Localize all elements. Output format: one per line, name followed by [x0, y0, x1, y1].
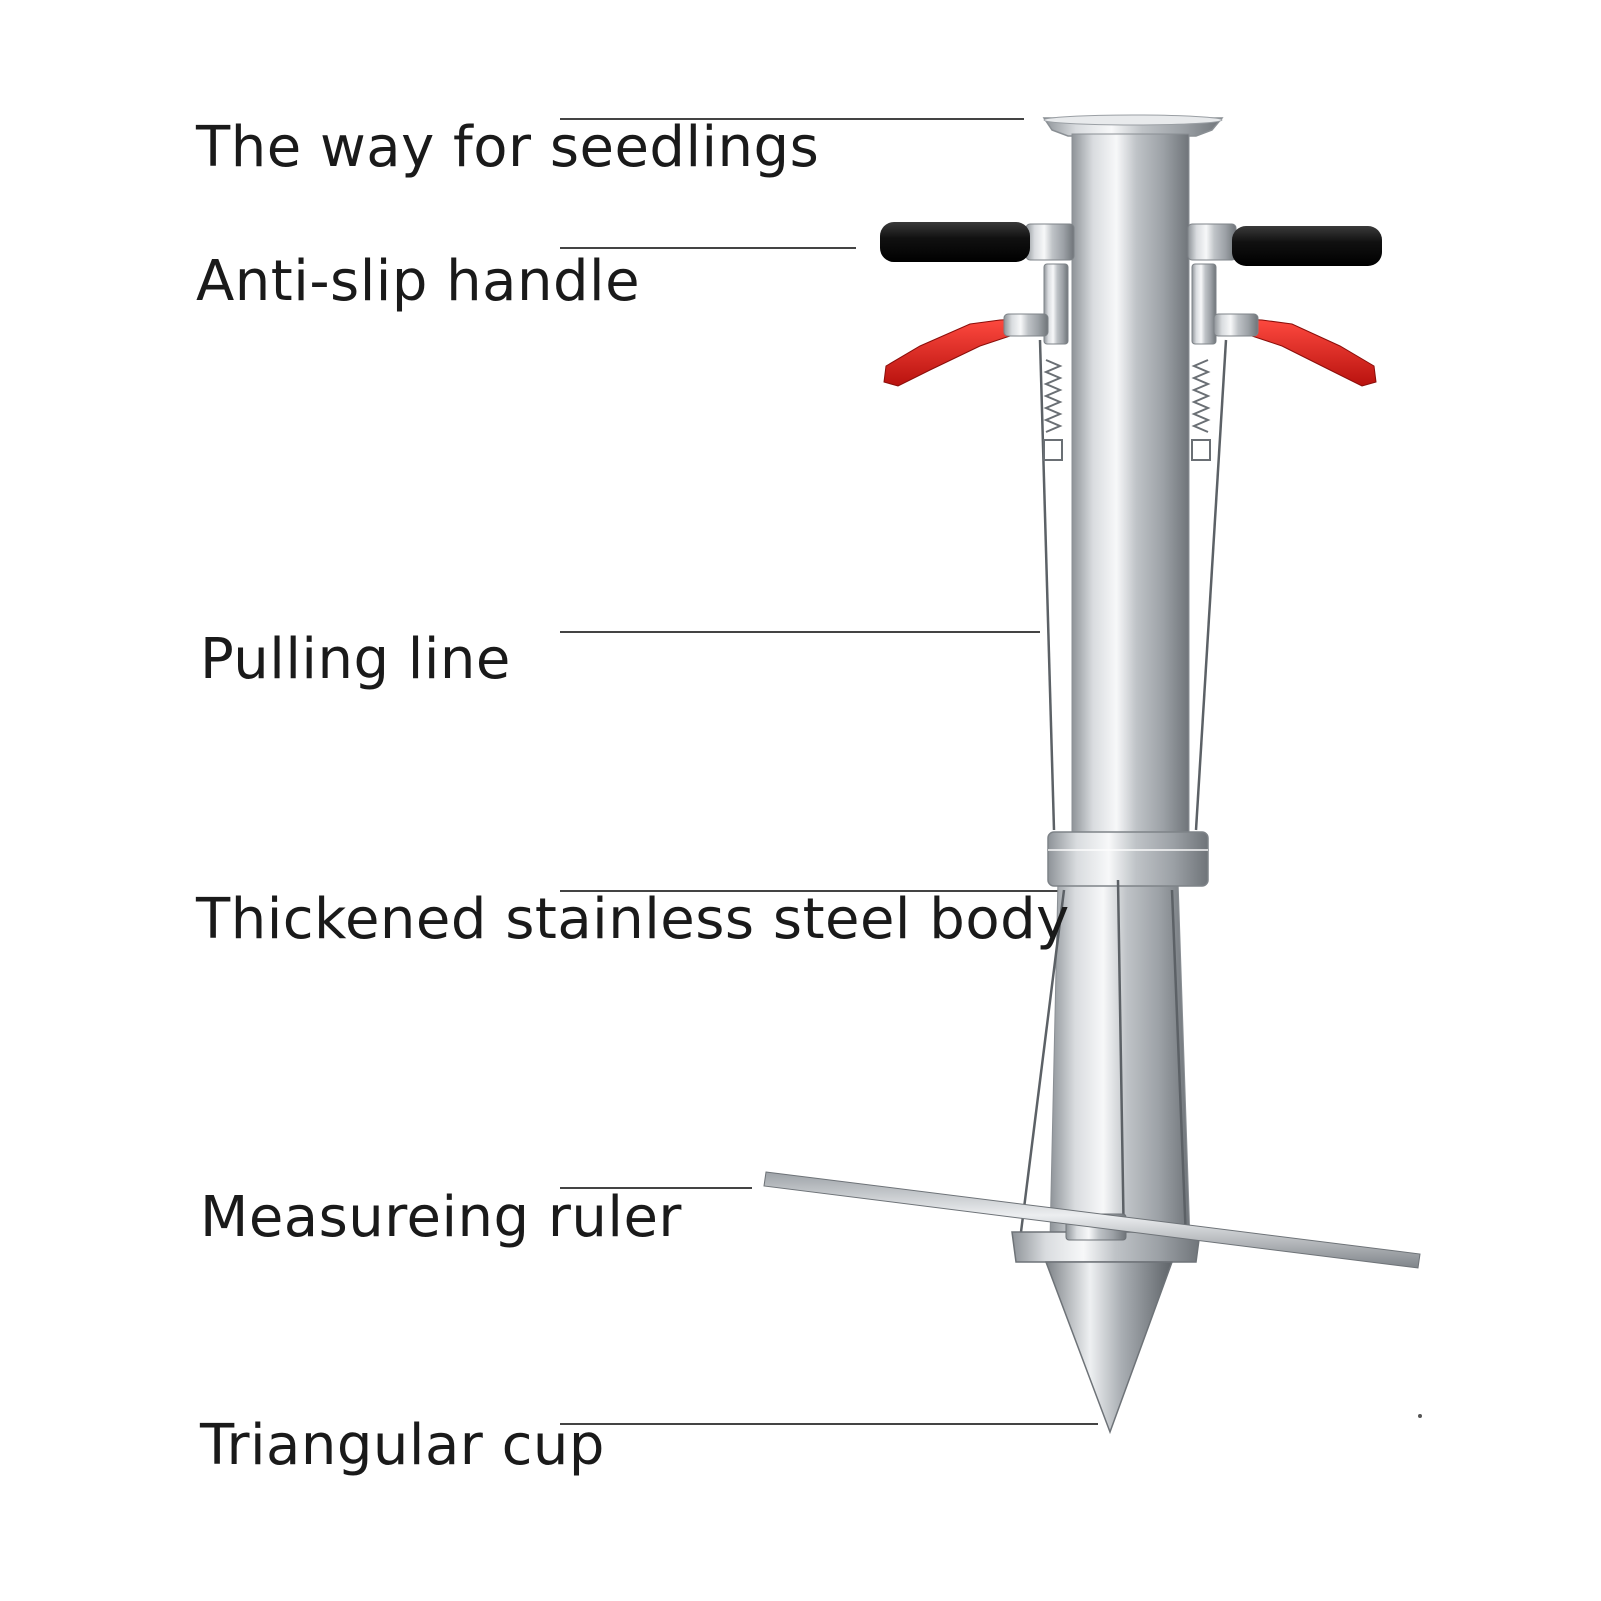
seedling-funnel: [1042, 114, 1224, 137]
steel-tube-upper: [1071, 133, 1190, 847]
label-measuring-ruler: Measureing ruler: [200, 1185, 682, 1250]
leader-lines: [560, 118, 1098, 1425]
label-anti-slip-handle: Anti-slip handle: [196, 249, 641, 314]
label-seedling-way: The way for seedlings: [196, 115, 820, 180]
grip-left: [880, 222, 1030, 262]
red-levers: [883, 313, 1377, 387]
spring-right: [1191, 359, 1211, 461]
triangular-cup-cone: [1044, 1261, 1174, 1435]
label-triangular-cup: Triangular cup: [200, 1413, 605, 1478]
handle-brackets: [1025, 223, 1237, 345]
label-pulling-line: Pulling line: [200, 627, 511, 692]
measuring-ruler-rod: [763, 1171, 1421, 1269]
anti-slip-grips: [880, 222, 1382, 266]
grip-right: [1232, 226, 1382, 266]
label-steel-body: Thickened stainless steel body: [196, 887, 1070, 952]
pulling-wires: [1018, 339, 1228, 1251]
spring-left: [1043, 359, 1063, 461]
collar-ring: [1047, 831, 1209, 887]
